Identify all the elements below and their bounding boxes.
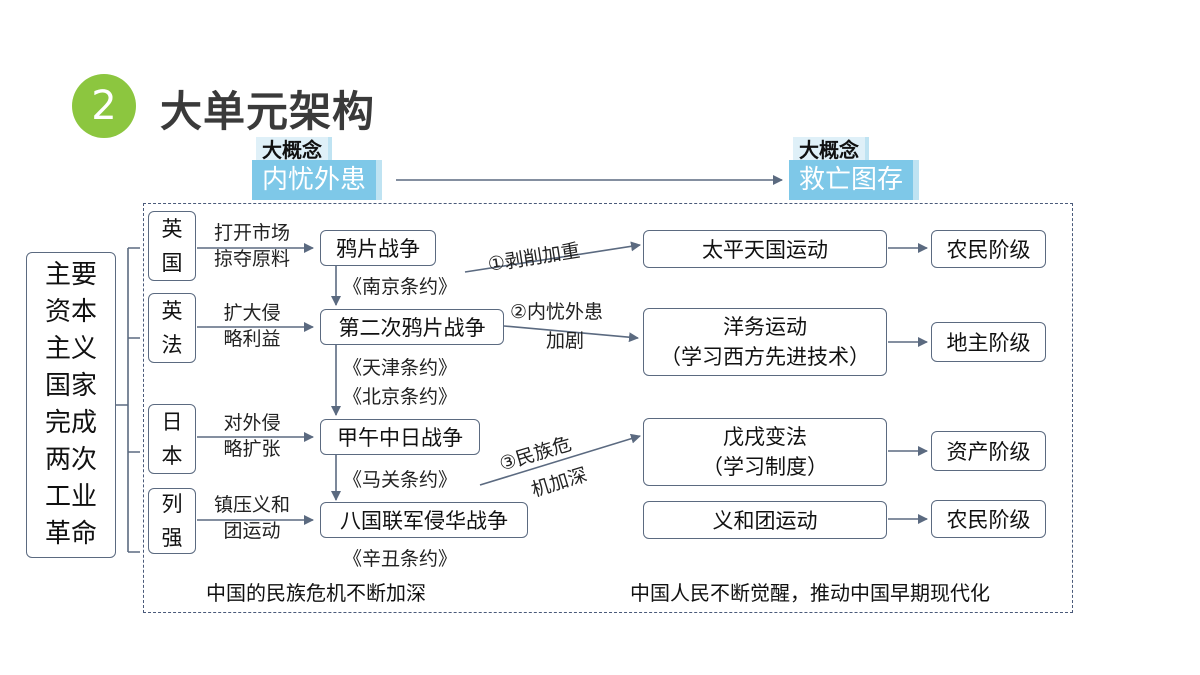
summary-left: 中国的民族危机不断加深 [206,581,426,605]
movement-box-taiping: 太平天国运动 [643,230,887,268]
main-text-8: 革命 [44,519,97,549]
main-text-3: 主义 [44,334,97,364]
main-text-6: 两次 [44,445,97,475]
concept-tag-right: 大概念 [793,137,869,163]
war-box-second-opium: 第二次鸦片战争 [320,309,504,345]
motive-label-japan: 对外侵略扩张 [223,412,281,460]
diagram-frame [143,203,1073,613]
country-char: 国 [161,251,183,275]
motive-label-powers: 镇压义和团运动 [213,494,290,542]
movement-box-reform: 戊戌变法 （学习制度） [643,418,887,486]
treaty-nanjing: 《南京条约》 [343,276,458,298]
country-char: 法 [161,333,183,357]
main-concept-box: 主要 资本 主义 国家 完成 两次 工业 革命 [26,252,116,558]
country-char: 列 [161,492,183,516]
war-box-opium: 鸦片战争 [320,230,436,266]
war-box-eight-nation: 八国联军侵华战争 [320,502,528,538]
class-box-peasant-2: 农民阶级 [931,500,1046,538]
summary-right: 中国人民不断觉醒，推动中国早期现代化 [630,581,990,605]
country-char: 强 [161,526,183,550]
concept-name-left: 内忧外患 [252,160,383,200]
class-box-bourgeoisie: 资产阶级 [931,431,1046,471]
country-box-powers: 列 强 [148,488,196,554]
movement-box-boxer: 义和团运动 [643,501,887,539]
treaty-xinchou: 《辛丑条约》 [343,548,458,570]
country-char: 英 [161,299,183,323]
country-char: 日 [161,410,183,434]
consequence-2-line2: 加剧 [546,330,585,352]
country-char: 英 [161,217,183,241]
main-text-1: 主要 [44,260,97,290]
main-text-2: 资本 [44,297,97,327]
page-title: 大单元架构 [160,87,376,136]
country-char: 本 [161,444,183,468]
concept-tag-left: 大概念 [256,137,332,163]
treaty-beijing: 《北京条约》 [343,386,458,408]
consequence-2-line1: ②内忧外患 [510,301,604,323]
concept-name-right: 救亡图存 [789,160,920,200]
main-text-4: 国家 [44,371,97,401]
country-box-britain-france: 英 法 [148,293,196,363]
class-box-peasant-1: 农民阶级 [931,230,1046,268]
motive-label-britain-france: 扩大侵略利益 [223,302,281,350]
treaty-tianjin: 《天津条约》 [343,357,458,379]
war-box-sino-japanese: 甲午中日战争 [320,419,480,455]
country-box-japan: 日 本 [148,404,196,474]
main-text-7: 工业 [44,482,97,512]
movement-box-self-strengthening: 洋务运动 （学习西方先进技术） [643,308,887,376]
class-box-landlord: 地主阶级 [931,322,1046,362]
treaty-shimonoseki: 《马关条约》 [343,469,458,491]
country-box-britain: 英 国 [148,211,196,281]
main-text-5: 完成 [44,408,97,438]
motive-label-britain: 打开市场掠夺原料 [213,222,290,270]
section-number-badge: 2 [72,74,136,138]
